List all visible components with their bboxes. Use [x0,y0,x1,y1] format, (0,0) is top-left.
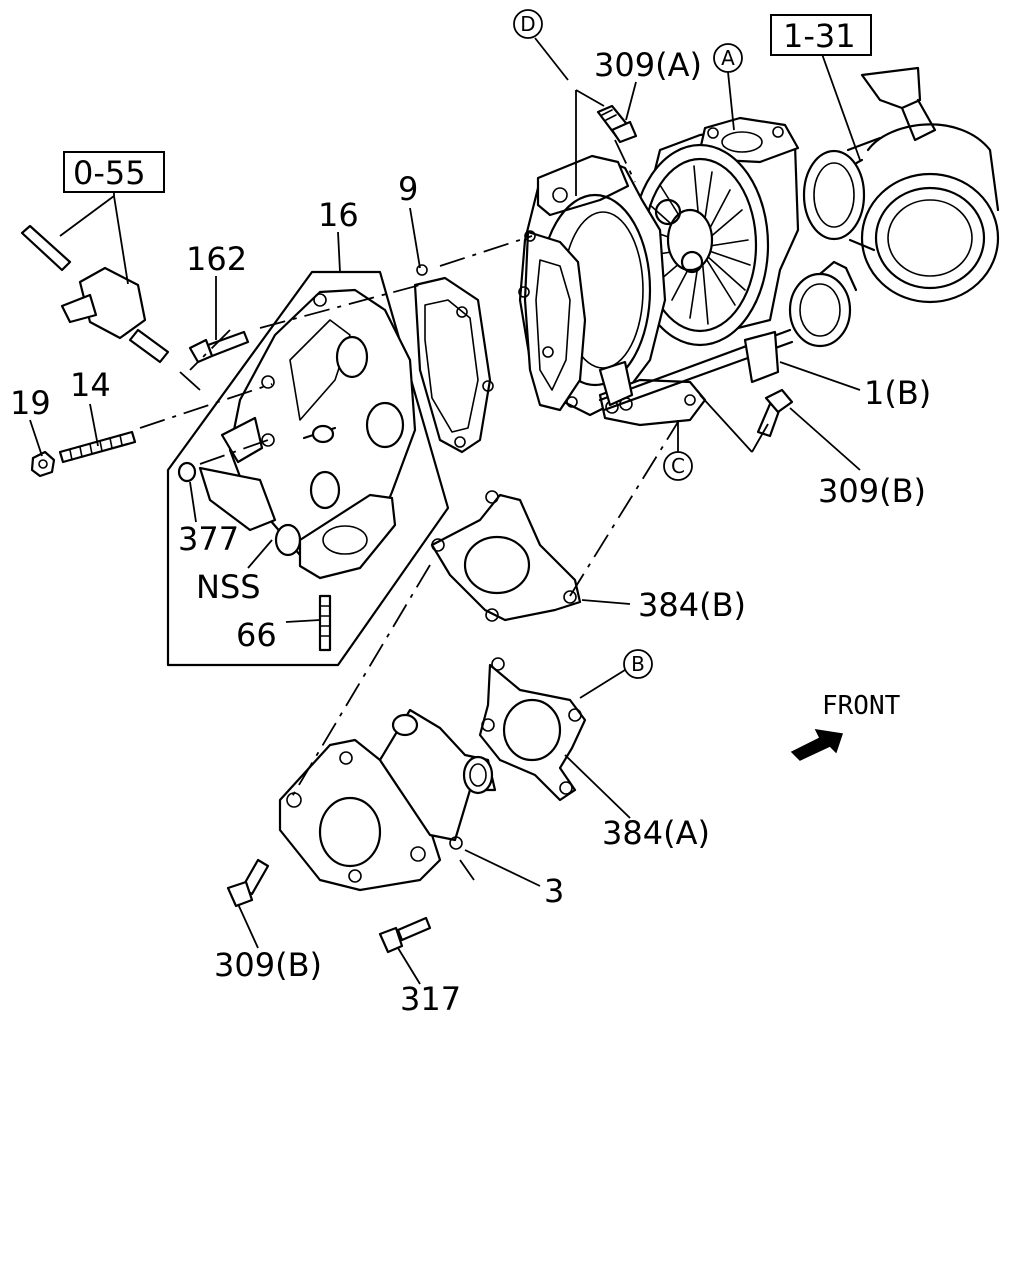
center-lines [139,139,679,881]
front-label: FRONT [822,691,901,721]
turbocharger-assembly [518,66,1000,427]
gasket-384B [430,490,582,622]
callout-D-circle [513,9,543,39]
callout-B-circle [623,649,653,679]
label-309A: 309(A) [594,46,702,84]
callout-D-label: D [520,12,535,36]
leader-lines [29,37,861,985]
nut-19 [30,450,56,478]
ref-box-left-label: 0-55 [73,154,146,192]
callout-C-circle [663,451,693,481]
manifold-assembly [166,270,450,667]
ref-box-top-right [770,14,872,56]
bolt-309A [596,104,638,144]
label-384B: 384(B) [638,586,746,624]
label-9: 9 [398,170,418,208]
label-16: 16 [318,196,359,234]
label-3: 3 [544,872,564,910]
label-1B: 1(B) [864,374,931,412]
bolt-317 [378,916,432,954]
label-377: 377 [178,520,239,558]
callout-A-circle [713,43,743,73]
ref-box-left [63,151,165,193]
label-19: 19 [10,384,51,422]
elbow-pipe-3 [278,708,497,892]
bolt-162 [188,330,250,364]
label-384A: 384(A) [602,814,710,852]
stud-14 [58,430,137,464]
bolt-309B-bottom [226,858,270,908]
stud-66 [318,594,332,652]
label-317: 317 [400,980,461,1018]
label-66: 66 [236,616,277,654]
gasket-9 [413,264,494,454]
label-309B-right: 309(B) [818,472,926,510]
callout-B-label: B [631,652,645,676]
ref-box-top-right-label: 1-31 [783,17,856,55]
label-309B-bottom: 309(B) [214,946,322,984]
bolt-309B-right [756,388,794,438]
label-14: 14 [70,366,111,404]
gasket-384A [478,657,587,802]
callout-C-label: C [671,454,685,478]
front-arrow-icon [790,729,843,761]
label-nss: NSS [196,568,261,606]
sensor-0-55 [20,224,170,364]
label-162: 162 [186,240,247,278]
callout-A-label: A [721,46,735,70]
